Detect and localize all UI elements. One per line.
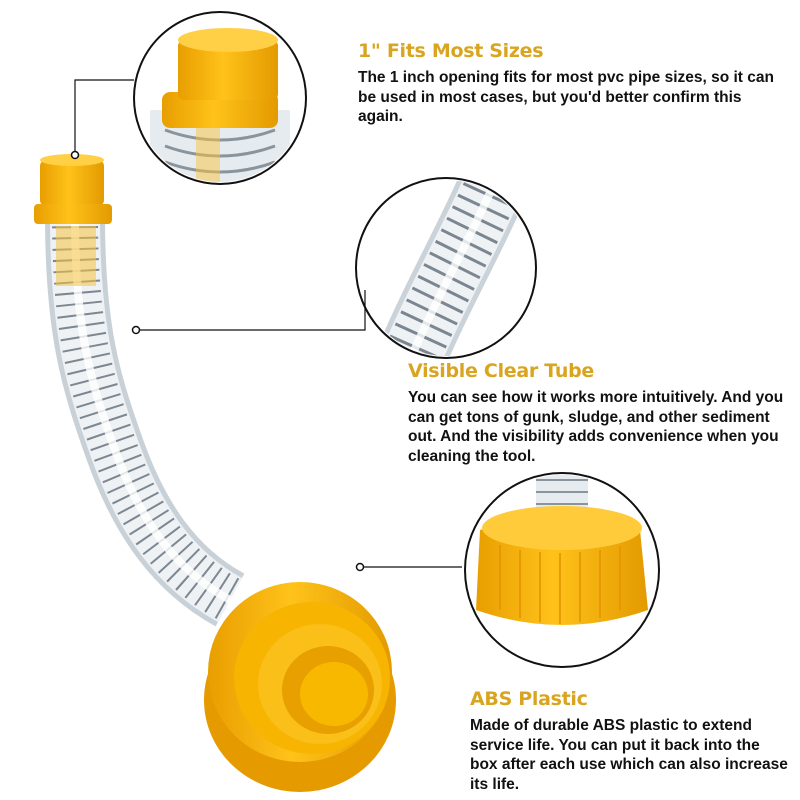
feature-title: ABS Plastic — [470, 688, 588, 710]
feature-description: Made of durable ABS plastic to extend se… — [470, 717, 788, 793]
feature-title: Visible Clear Tube — [408, 360, 594, 382]
bottom-screw-cap — [204, 582, 396, 792]
callout-tube-zoom — [131, 177, 537, 359]
callout-cap-zoom — [355, 472, 660, 668]
top-adapter-cap — [34, 154, 112, 224]
feature-description: The 1 inch opening fits for most pvc pip… — [358, 69, 774, 125]
feature-visible-clear-tube: Visible Clear Tube You can see how it wo… — [408, 360, 788, 466]
feature-description: You can see how it works more intuitivel… — [408, 389, 784, 465]
feature-abs-plastic: ABS Plastic Made of durable ABS plastic … — [470, 688, 790, 794]
callout-opening-zoom — [70, 11, 307, 185]
feature-title: 1" Fits Most Sizes — [358, 40, 544, 62]
feature-fits-most-sizes: 1" Fits Most Sizes The 1 inch opening fi… — [358, 40, 778, 127]
clear-tube — [45, 214, 245, 627]
